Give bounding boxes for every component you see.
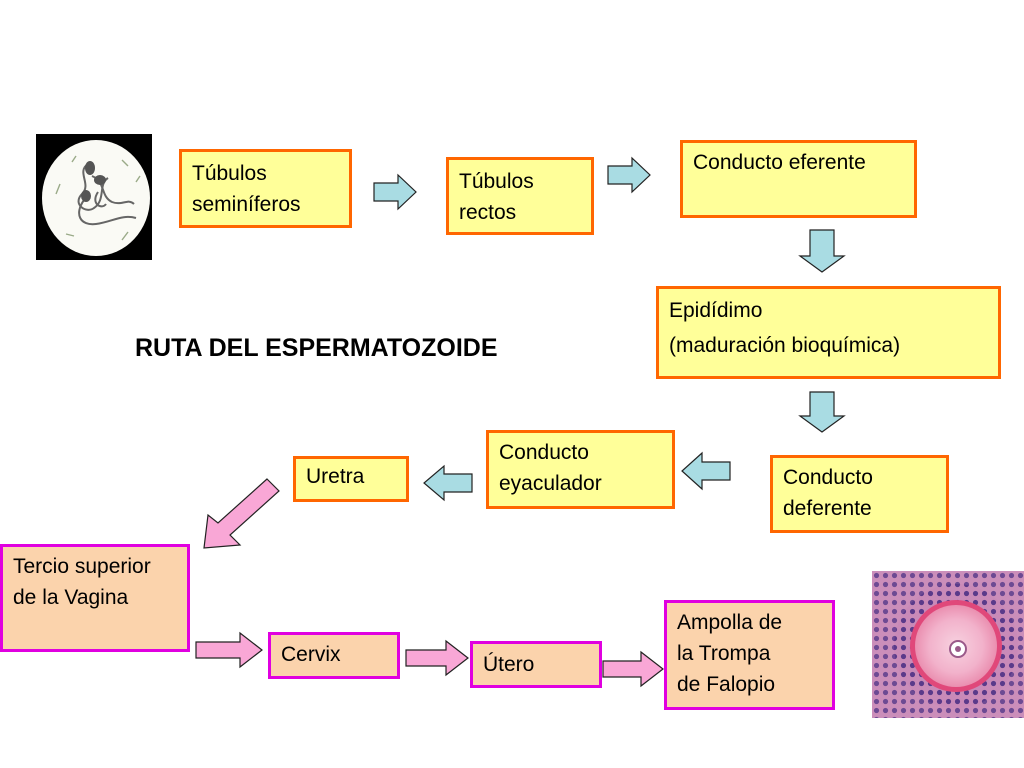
arrow-left-icon <box>681 451 731 491</box>
box-line: Ampolla de <box>677 611 783 634</box>
box-line: Uretra <box>306 465 365 488</box>
box-line: Epidídimo <box>669 299 763 322</box>
box-conducto-eyaculador: Conducto eyaculador <box>486 430 675 509</box>
box-line: de la Vagina <box>13 586 129 609</box>
oocyte-histology-image <box>872 571 1024 718</box>
box-uretra: Uretra <box>293 456 409 502</box>
box-conducto-eferente: Conducto eferente <box>680 140 917 218</box>
box-conducto-deferente: Conducto deferente <box>770 455 949 533</box>
box-line: Útero <box>483 653 535 676</box>
box-line: Tercio superior <box>13 555 151 578</box>
box-tubulos-rectos: Túbulos rectos <box>446 157 594 235</box>
diagram-title: RUTA DEL ESPERMATOZOIDE <box>135 334 498 362</box>
box-line: deferente <box>783 497 872 520</box>
box-line: Conducto <box>783 466 873 489</box>
box-line: Conducto <box>499 441 589 464</box>
box-line: (maduración bioquímica) <box>669 334 901 357</box>
arrow-down-left-icon <box>203 478 280 549</box>
arrow-left-icon <box>423 464 473 502</box>
box-ampolla-trompa-falopio: Ampolla de la Trompa de Falopio <box>664 600 835 710</box>
arrow-down-icon <box>798 391 846 433</box>
box-tubulos-seminiferos: Túbulos seminíferos <box>179 149 352 228</box>
sperm-illustration <box>36 134 152 260</box>
arrow-right-icon <box>607 156 651 194</box>
box-cervix: Cervix <box>268 632 400 679</box>
arrow-right-icon <box>195 631 263 669</box>
arrow-right-icon <box>405 639 469 677</box>
box-epididimo: Epidídimo (maduración bioquímica) <box>656 286 1001 379</box>
box-line: Cervix <box>281 643 341 666</box>
arrow-down-icon <box>798 229 846 273</box>
box-line: eyaculador <box>499 472 602 495</box>
box-line: Túbulos <box>459 170 534 193</box>
box-line: Conducto eferente <box>693 151 866 174</box>
box-line: rectos <box>459 201 517 224</box>
box-line: la Trompa <box>677 642 771 665</box>
box-tercio-superior-vagina: Tercio superior de la Vagina <box>0 544 190 652</box>
arrow-right-icon <box>602 650 664 688</box>
box-line: seminíferos <box>192 193 301 216</box>
box-line: Túbulos <box>192 162 267 185</box>
arrow-right-icon <box>373 173 417 211</box>
box-line: de Falopio <box>677 673 776 696</box>
box-utero: Útero <box>470 641 602 688</box>
